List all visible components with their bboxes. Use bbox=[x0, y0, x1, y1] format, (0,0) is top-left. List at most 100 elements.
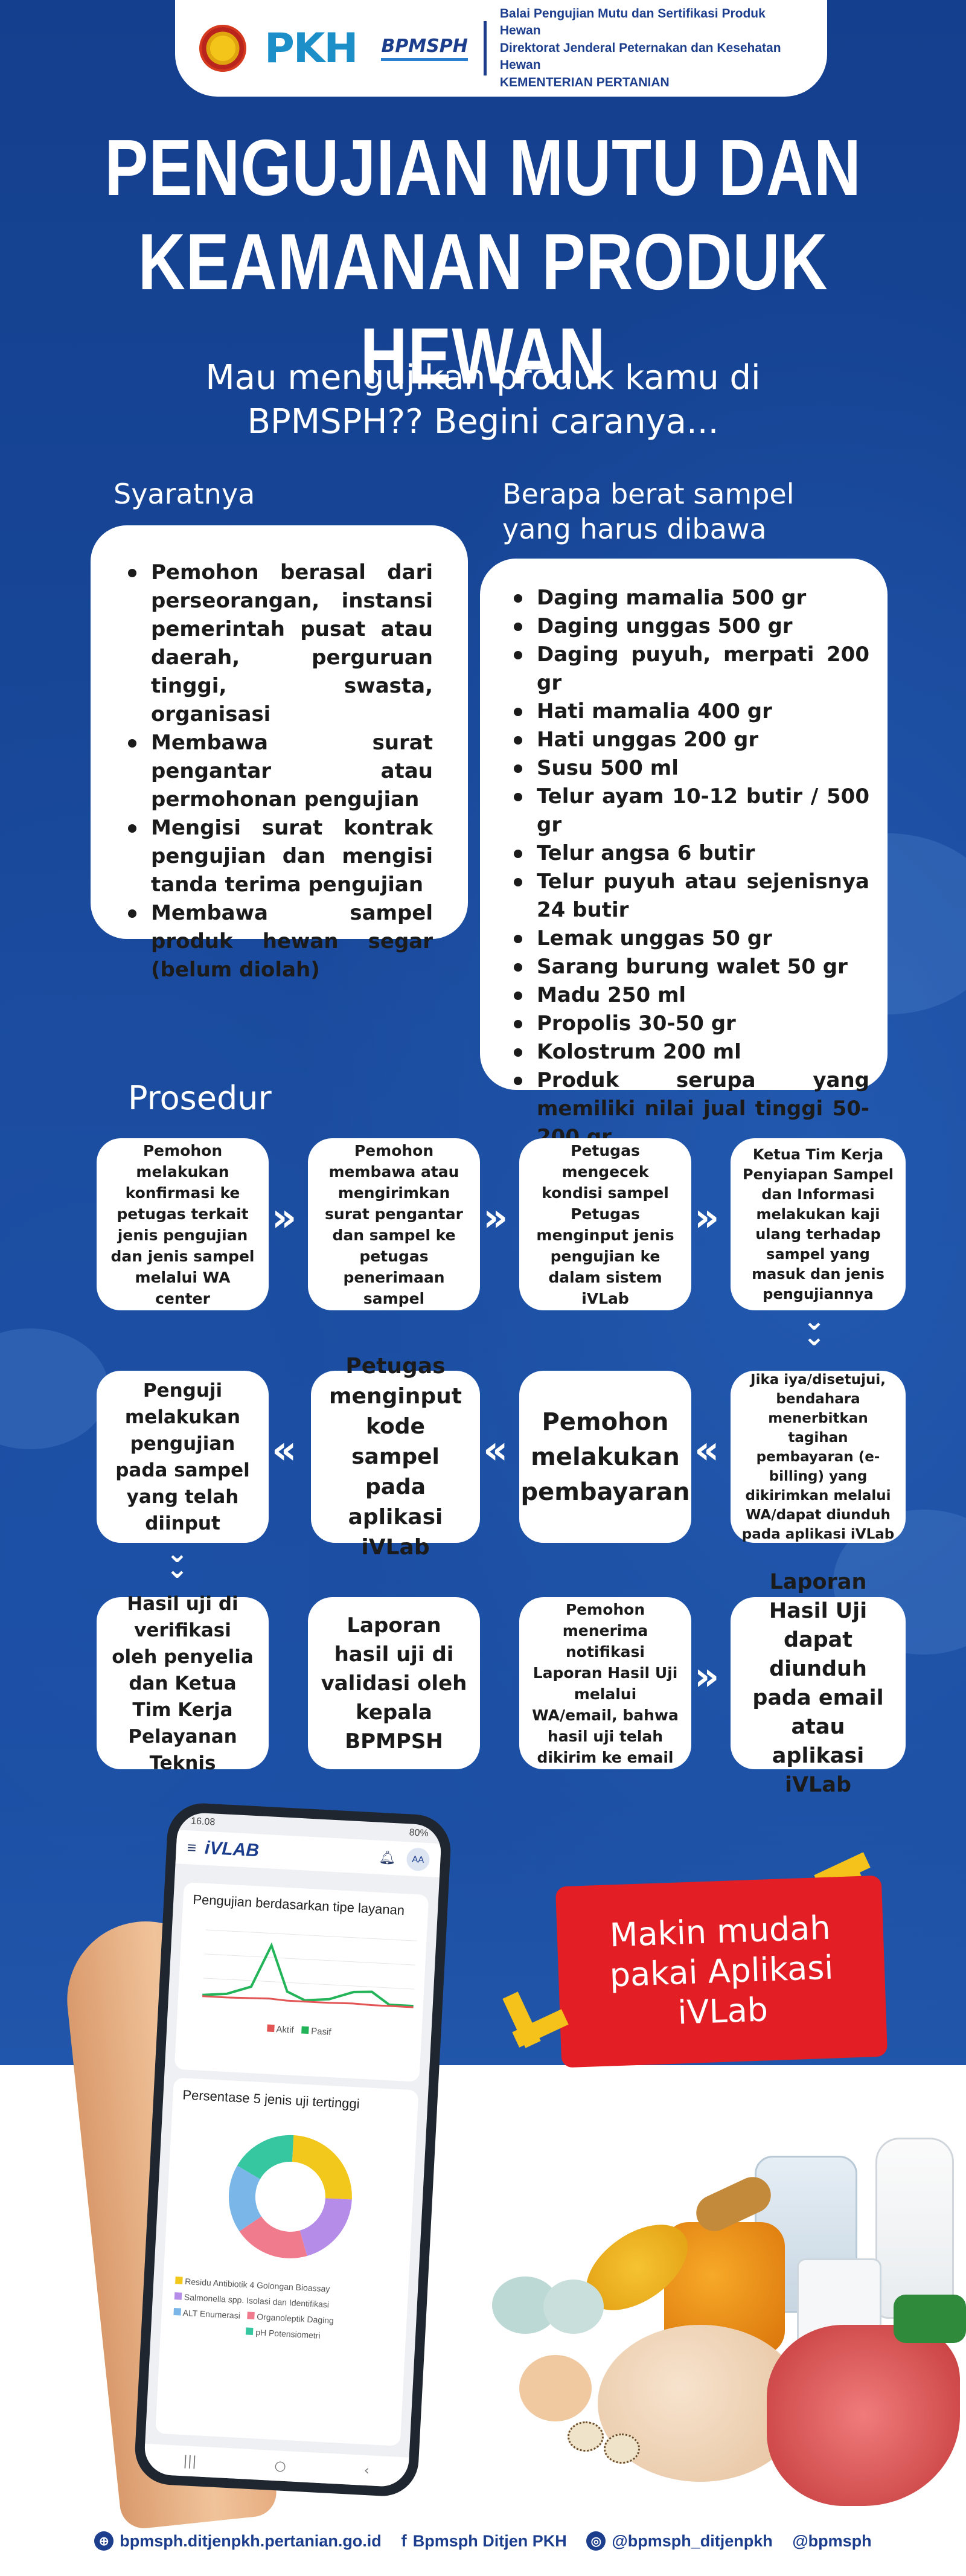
prosedur-step-5: Jika iya/disetujui, bendahara menerbitka… bbox=[731, 1371, 906, 1543]
phone-navbar: ||| ○ ‹ bbox=[143, 2443, 409, 2488]
title-line: KEAMANAN PRODUK HEWAN bbox=[138, 217, 828, 400]
header-line: KEMENTERIAN PERTANIAN bbox=[499, 75, 670, 89]
recent-apps-icon[interactable]: ||| bbox=[182, 2453, 197, 2469]
phone-time: 16.08 bbox=[190, 1816, 216, 1828]
chart-card-donut: Persentase 5 jenis uji tertinggi Residu … bbox=[155, 2077, 419, 2446]
arrow-down-glyph: ⌄ bbox=[803, 1321, 825, 1353]
footer-facebook-text: Bpmsph Ditjen PKH bbox=[412, 2531, 567, 2550]
arrow-left-icon: « bbox=[694, 1428, 720, 1473]
footer-facebook[interactable]: f Bpmsph Ditjen PKH bbox=[401, 2531, 566, 2551]
header-line: Balai Pengujian Mutu dan Sertifikasi Pro… bbox=[499, 7, 766, 38]
footer-other[interactable]: @bpmsph bbox=[792, 2532, 871, 2551]
pkh-logo: PKH bbox=[264, 24, 358, 72]
rosemary-icon bbox=[894, 2295, 966, 2343]
line-chart bbox=[202, 1929, 417, 2008]
legend-label: Organoleptik Daging bbox=[256, 2311, 334, 2325]
prosedur-step-2: Pemohon membawa atau mengirimkan surat p… bbox=[308, 1138, 480, 1310]
prosedur-step-3: Petugas mengecek kondisi sampel Petugas … bbox=[519, 1138, 691, 1310]
list-item: Madu 250 ml bbox=[510, 981, 869, 1010]
menu-icon[interactable]: ≡ bbox=[187, 1837, 197, 1857]
list-item: Propolis 30-50 gr bbox=[510, 1010, 869, 1038]
list-item: Daging mamalia 500 gr bbox=[510, 584, 869, 612]
list-item: Telur puyuh atau sejenisnya 24 butir bbox=[510, 868, 869, 924]
header-institution: Balai Pengujian Mutu dan Sertifikasi Pro… bbox=[500, 5, 803, 91]
arrow-down-glyph: ⌄ bbox=[166, 1554, 188, 1585]
arrow-left-icon: « bbox=[483, 1428, 508, 1473]
berat-list: Daging mamalia 500 gr Daging unggas 500 … bbox=[510, 584, 869, 1152]
legend-aktif: Aktif bbox=[276, 2023, 295, 2036]
footer: ⊕ bpmsph.ditjenpkh.pertanian.go.id f Bpm… bbox=[0, 2506, 966, 2576]
berat-card: Daging mamalia 500 gr Daging unggas 500 … bbox=[480, 559, 888, 1149]
list-item: Hati mamalia 400 gr bbox=[510, 697, 869, 726]
donut-legend: Residu Antibiotik 4 Golongan Bioassay Sa… bbox=[160, 2269, 409, 2351]
user-avatar[interactable]: AA bbox=[406, 1847, 430, 1872]
prosedur-step-12: Laporan Hasil Uji dapat diunduh pada ema… bbox=[731, 1570, 906, 1797]
legend-label: ALT Enumerasi bbox=[182, 2307, 241, 2321]
prosedur-label: Prosedur bbox=[128, 1079, 272, 1117]
list-item: Kolostrum 200 ml bbox=[510, 1038, 869, 1066]
donut-chart bbox=[228, 2135, 352, 2258]
footer-website-text: bpmsph.ditjenpkh.pertanian.go.id bbox=[120, 2531, 382, 2550]
subtitle-line: BPMSPH?? Begini caranya... bbox=[247, 402, 719, 441]
legend-swatch bbox=[246, 2327, 254, 2335]
phone-screen: 16.08 80% ≡ iVLAB 🔔︎ AA Pengujian berdas… bbox=[143, 1812, 443, 2488]
prosedur-step-11: Pemohon menerima notifikasi Laporan Hasi… bbox=[519, 1597, 691, 1769]
legend-swatch bbox=[174, 2292, 182, 2300]
list-item: Susu 500 ml bbox=[510, 754, 869, 783]
list-item: Sarang burung walet 50 gr bbox=[510, 953, 869, 981]
meat-icon bbox=[767, 2325, 960, 2506]
promo-line: iVLab bbox=[677, 1990, 769, 2032]
phone-battery: 80% bbox=[409, 1827, 429, 1839]
berat-label-line: yang harus dibawa bbox=[502, 512, 767, 545]
list-item: Pemohon berasal dari perseorangan, insta… bbox=[124, 559, 433, 729]
header-line: Direktorat Jenderal Peternakan dan Keseh… bbox=[499, 40, 781, 72]
milk-bottle-icon bbox=[875, 2138, 954, 2319]
back-icon[interactable]: ‹ bbox=[363, 2462, 370, 2478]
promo-text: Makin mudah pakai Aplikasi iVLab bbox=[607, 1908, 835, 2035]
arrow-right-icon: » bbox=[694, 1655, 720, 1699]
berat-label-line: Berapa berat sampel bbox=[502, 478, 795, 510]
footer-other-text: @bpmsph bbox=[792, 2531, 872, 2550]
arrow-right-icon: » bbox=[272, 1196, 297, 1240]
footer-instagram-text: @bpmsph_ditjenpkh bbox=[612, 2531, 773, 2550]
legend-swatch bbox=[175, 2276, 183, 2284]
list-item: Membawa surat pengantar atau permohonan … bbox=[124, 729, 433, 814]
home-icon[interactable]: ○ bbox=[274, 2458, 287, 2474]
list-item: Hati unggas 200 gr bbox=[510, 726, 869, 754]
footer-instagram[interactable]: ◎ @bpmsph_ditjenpkh bbox=[586, 2531, 773, 2551]
list-item: Membawa sampel produk hewan segar (belum… bbox=[124, 899, 433, 984]
promo-line: pakai Aplikasi bbox=[609, 1948, 834, 1994]
list-item: Daging puyuh, merpati 200 gr bbox=[510, 641, 869, 697]
series-aktif-line bbox=[202, 1994, 414, 2008]
bell-icon[interactable]: 🔔︎ bbox=[378, 1849, 397, 1866]
syarat-label: Syaratnya bbox=[114, 478, 255, 510]
berat-label: Berapa berat sampel yang harus dibawa bbox=[502, 477, 794, 546]
syarat-list: Pemohon berasal dari perseorangan, insta… bbox=[124, 559, 433, 984]
globe-icon: ⊕ bbox=[94, 2531, 114, 2551]
app-brand: iVLAB bbox=[204, 1837, 260, 1861]
list-item: Lemak unggas 50 gr bbox=[510, 924, 869, 953]
syarat-card: Pemohon berasal dari perseorangan, insta… bbox=[91, 525, 468, 982]
legend-pasif: Pasif bbox=[310, 2025, 332, 2037]
legend-label: pH Potensiometri bbox=[255, 2327, 321, 2341]
instagram-icon: ◎ bbox=[586, 2531, 606, 2551]
chart-card-line: Pengujian berdasarkan tipe layanan Aktif… bbox=[174, 1882, 429, 2082]
footer-website[interactable]: ⊕ bpmsph.ditjenpkh.pertanian.go.id bbox=[94, 2531, 382, 2551]
prosedur-step-6: Pemohon melakukan pembayaran bbox=[519, 1371, 691, 1543]
quail-egg-icon bbox=[604, 2433, 640, 2464]
prosedur-step-9: Hasil uji di verifikasi oleh penyelia da… bbox=[97, 1593, 269, 1774]
egg-icon bbox=[519, 2355, 592, 2421]
arrow-right-icon: » bbox=[694, 1196, 720, 1240]
legend-swatch bbox=[266, 2024, 275, 2032]
page-subtitle: Mau mengujikan produk kamu di BPMSPH?? B… bbox=[0, 356, 966, 444]
egg-icon bbox=[543, 2280, 604, 2334]
kementan-logo bbox=[199, 25, 246, 72]
list-item: Telur angsa 6 butir bbox=[510, 839, 869, 868]
arrow-right-icon: » bbox=[483, 1196, 508, 1240]
list-item: Daging unggas 500 gr bbox=[510, 612, 869, 641]
bpmsph-logo: BPMSPH bbox=[381, 36, 468, 61]
title-line: PENGUJIAN MUTU DAN bbox=[104, 123, 862, 212]
prosedur-step-7: Petugas menginput kode sampel pada aplik… bbox=[311, 1354, 480, 1560]
prosedur-step-10: Laporan hasil uji di validasi oleh kepal… bbox=[308, 1597, 480, 1769]
legend-swatch bbox=[301, 2026, 309, 2034]
